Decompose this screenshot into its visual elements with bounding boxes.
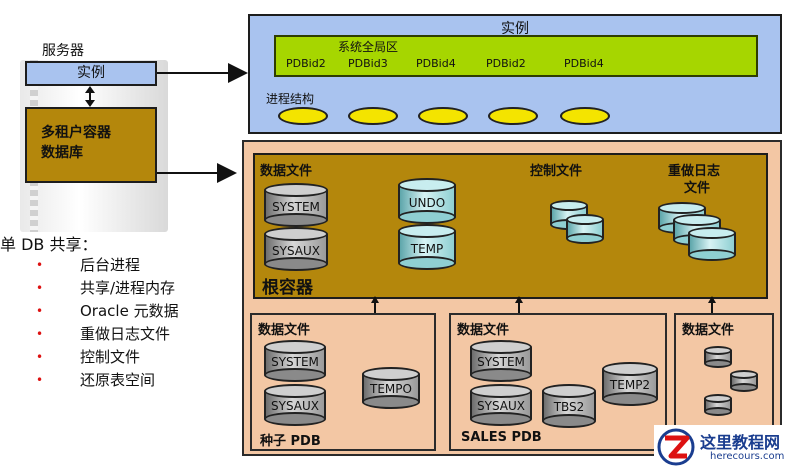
third-up-arrow-line [711,299,713,313]
seed-datafiles-label: 数据文件 [258,323,311,338]
undo-label: UNDO [408,196,446,210]
watermark-logo-icon [657,428,695,466]
sales-up-arrow-head [515,296,523,303]
bullet-icon: • [36,350,44,364]
root-system-label: SYSTEM [272,200,320,214]
watermark-title: 这里教程网 [700,433,781,452]
sharing-item: 后台进程 [80,256,141,274]
process-ellipse [560,107,610,125]
instance-box: 实例 系统全局区 PDBid2 PDBid3 PDBid4 PDBid2 PDB… [248,14,782,134]
seed-pdb-name: 种子 PDB [260,434,321,449]
seed-temp-cylinder: TEMPO [362,367,420,409]
redo-label-line2: 文件 [684,181,711,196]
root-datafiles-label: 数据文件 [260,164,313,179]
process-ellipse [418,107,468,125]
sga-pdbid: PDBid2 [486,57,526,70]
seed-up-arrow-head [371,296,379,303]
sales-system-cylinder: SYSTEM [470,340,532,382]
server-cdb-label-line1: 多租户容器 [41,125,111,141]
third-datafiles-label: 数据文件 [682,323,735,338]
seed-system-label: SYSTEM [271,355,319,369]
sharing-item: Oracle 元数据 [80,302,179,320]
bullet-icon: • [36,281,44,295]
server-instance-box: 实例 [25,61,157,86]
third-up-arrow-head [708,296,716,303]
sga-pdbid: PDBid4 [416,57,456,70]
bullet-icon: • [36,304,44,318]
sales-temp2-label: TEMP2 [609,378,651,392]
control-file-cylinder [566,214,604,244]
root-container-label: 根容器 [262,278,313,298]
temp-label: TEMP [410,242,444,256]
temp-cylinder: TEMP [398,224,456,270]
bullet-icon: • [36,327,44,341]
process-ellipse [488,107,538,125]
sales-tbs2-label: TBS2 [553,400,585,414]
third-datafile-cylinder [704,394,732,416]
sharing-item: 控制文件 [80,348,141,366]
sharing-item: 还原表空间 [80,371,156,389]
seed-up-arrow-line [374,299,376,313]
seed-temp-label: TEMPO [370,382,412,396]
process-ellipse [348,107,398,125]
sharing-title: 单 DB 共享： [0,235,98,254]
bullet-icon: • [36,373,44,387]
sharing-item: 重做日志文件 [80,325,171,343]
third-datafile-cylinder [730,370,758,392]
root-sysaux-cylinder: SYSAUX [264,227,328,271]
sales-pdb-name: SALES PDB [461,430,542,445]
seed-system-cylinder: SYSTEM [264,340,326,382]
seed-sysaux-label: SYSAUX [271,399,319,413]
watermark-url: herecours.com [710,451,785,462]
sga-label: 系统全局区 [338,40,399,54]
sales-tbs2-cylinder: TBS2 [542,384,596,428]
root-sysaux-label: SYSAUX [272,244,320,258]
process-ellipse [278,107,328,125]
instance-title: 实例 [501,21,529,37]
sales-up-arrow-line [518,299,520,313]
sga-pdbid: PDBid4 [564,57,604,70]
sales-sysaux-label: SYSAUX [477,399,525,413]
sales-sysaux-cylinder: SYSAUX [470,384,532,426]
undo-cylinder: UNDO [398,178,456,224]
bullet-icon: • [36,258,44,272]
sga-pdbid: PDBid3 [348,57,388,70]
sales-datafiles-label: 数据文件 [457,323,510,338]
double-arrow-head-up [85,86,95,93]
sales-system-label: SYSTEM [477,355,525,369]
watermark: 这里教程网 herecours.com [654,425,801,468]
server-cdb-box: 多租户容器 数据库 [25,107,157,183]
seed-sysaux-cylinder: SYSAUX [264,384,326,426]
server-cdb-label-line2: 数据库 [41,145,83,161]
third-datafile-cylinder [704,346,732,368]
double-arrow-head-down [85,100,95,107]
sales-temp2-cylinder: TEMP2 [602,362,658,406]
redo-cylinder [688,227,736,261]
process-structure-label: 进程结构 [266,92,315,106]
sga-pdbid: PDBid2 [286,57,326,70]
server-label: 服务器 [42,43,84,59]
control-files-label: 控制文件 [530,164,583,179]
root-system-cylinder: SYSTEM [264,183,328,227]
sga-box: 系统全局区 PDBid2 PDBid3 PDBid4 PDBid2 PDBid4 [274,35,758,77]
redo-label-line1: 重做日志 [668,164,721,179]
sharing-item: 共享/进程内存 [80,279,176,297]
